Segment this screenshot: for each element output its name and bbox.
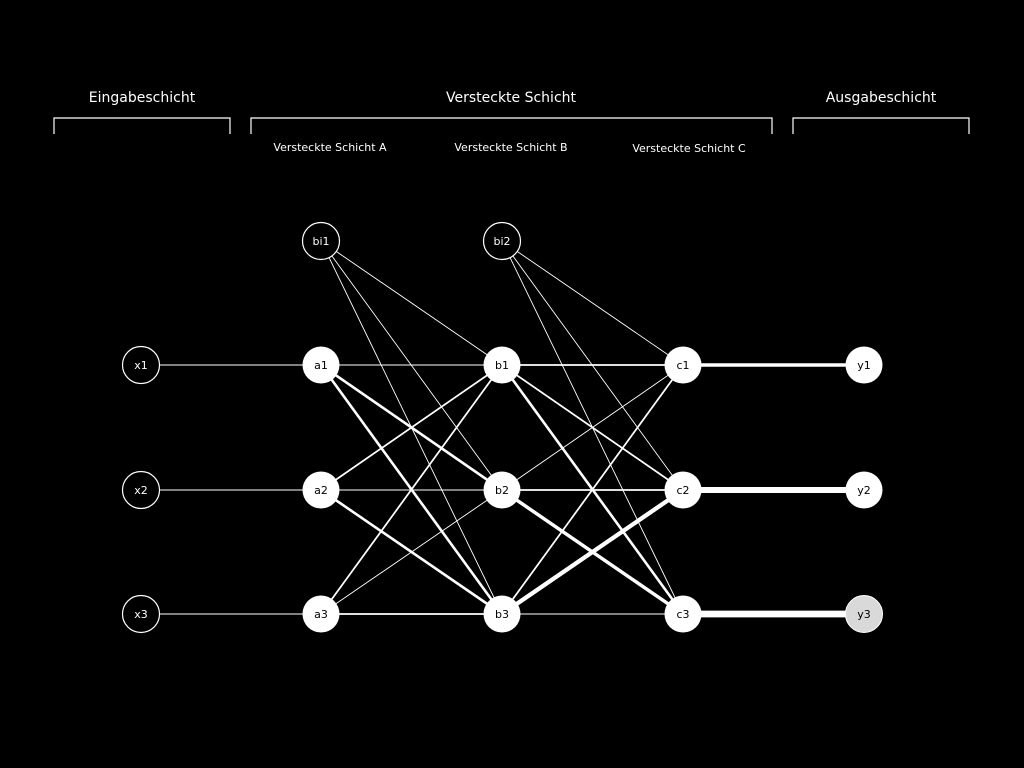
node-label-b3: b3 [495,608,509,621]
edges-group [140,240,868,618]
node-label-c1: c1 [676,359,689,372]
edge-bi2-c1 [501,240,684,366]
node-label-bi1: bi1 [312,235,329,248]
edge-a3-b2 [320,489,503,615]
input-layer-bracket [53,117,231,134]
node-x3: x3 [121,594,161,634]
node-circle-b3 [483,595,521,633]
hidden-layer-a-title: Versteckte Schicht A [273,141,387,154]
node-circle-bi1 [301,221,341,261]
node-label-a1: a1 [314,359,328,372]
hidden-layer-title: Versteckte Schicht [446,90,577,106]
node-y1: y1 [845,346,883,384]
node-bi2: bi2 [482,221,522,261]
edge-a2-b1 [320,364,503,491]
node-y2: y2 [845,471,883,509]
nodes-group: x1 x2 x3 bi1 bi2 a1 a2 a3 b1 b2 b3 c1 c2 c3 y1 y2 y3 [121,221,883,634]
output-layer-title: Ausgabeschicht [826,90,937,106]
node-circle-c3 [664,595,702,633]
edge-b3-c2 [499,487,686,617]
node-label-x3: x3 [134,608,148,621]
node-c3: c3 [664,595,702,633]
edge-bi1-b1 [320,240,503,366]
node-label-c3: c3 [676,608,689,621]
node-label-y3: y3 [857,608,871,621]
edge-b3-c1 [501,364,684,615]
node-x1: x1 [121,345,161,385]
node-label-x2: x2 [134,484,148,497]
node-y3: y3 [845,595,883,633]
node-circle-y2 [845,471,883,509]
node-label-x1: x1 [134,359,148,372]
hidden-layer-bracket [250,117,773,134]
node-a2: a2 [302,471,340,509]
node-c2: c2 [664,471,702,509]
node-circle-b1 [483,346,521,384]
input-layer-title: Eingabeschicht [89,90,196,106]
edge-a3-b1 [320,364,503,615]
node-label-bi2: bi2 [493,235,510,248]
node-circle-a2 [302,471,340,509]
node-circle-x3 [121,594,161,634]
edge-bi1-b2 [320,240,503,491]
node-a3: a3 [302,595,340,633]
node-b3: b3 [483,595,521,633]
hidden-layer-b-title: Versteckte Schicht B [454,141,567,154]
edge-b2-c1 [501,364,684,491]
node-circle-a3 [302,595,340,633]
node-circle-c2 [664,471,702,509]
node-label-b1: b1 [495,359,509,372]
node-circle-b2 [483,471,521,509]
node-x2: x2 [121,470,161,510]
node-bi1: bi1 [301,221,341,261]
node-circle-y1 [845,346,883,384]
node-circle-c1 [664,346,702,384]
node-circle-bi2 [482,221,522,261]
node-label-b2: b2 [495,484,509,497]
output-layer-bracket [792,117,970,134]
node-label-a2: a2 [314,484,328,497]
node-b1: b1 [483,346,521,384]
node-label-y2: y2 [857,484,871,497]
node-b2: b2 [483,471,521,509]
node-c1: c1 [664,346,702,384]
node-label-y1: y1 [857,359,871,372]
hidden-layer-c-title: Versteckte Schicht C [632,142,746,155]
node-circle-a1 [302,346,340,384]
node-label-a3: a3 [314,608,328,621]
node-circle-x2 [121,470,161,510]
node-label-c2: c2 [676,484,689,497]
node-a1: a1 [302,346,340,384]
node-circle-x1 [121,345,161,385]
node-circle-y3 [845,595,883,633]
